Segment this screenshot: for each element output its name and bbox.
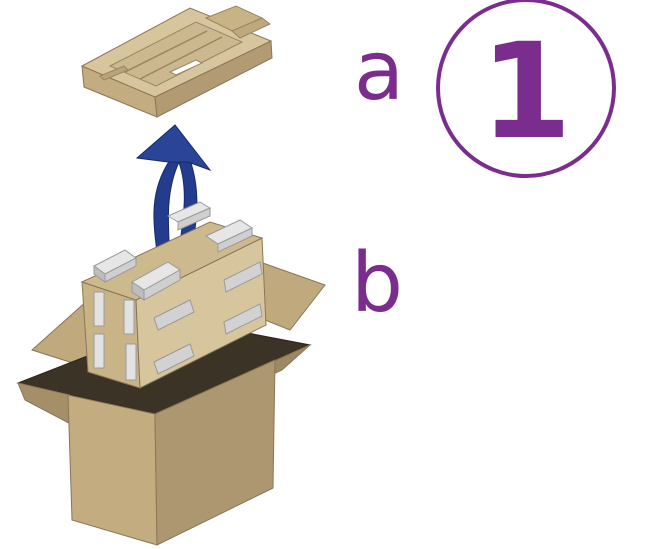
tray-rib — [124, 30, 208, 73]
tray-slot — [168, 59, 204, 76]
foam-block — [125, 343, 137, 381]
foam-block — [223, 261, 263, 293]
step-number: 1 — [480, 15, 572, 169]
foam-block — [153, 343, 195, 375]
foam-blocks-front — [93, 291, 137, 381]
foam-blocks-top — [93, 201, 254, 301]
foam-block — [93, 291, 105, 327]
box-side-face — [154, 359, 276, 546]
label-b: b — [351, 236, 403, 331]
arrow-head — [135, 124, 212, 172]
tray-rib — [139, 36, 223, 80]
top-tray — [80, 5, 273, 118]
tray-tab — [99, 65, 129, 81]
foam-blocks-side — [153, 261, 263, 375]
inner-insert — [80, 201, 267, 389]
foam-block — [104, 257, 137, 283]
step-badge-circle — [436, 0, 616, 178]
foam-block — [123, 299, 135, 335]
foam-block — [153, 299, 195, 331]
box-front-face — [67, 394, 158, 546]
step-badge: 1 — [436, 0, 616, 178]
tray-compartment — [231, 17, 271, 39]
foam-block — [93, 333, 105, 369]
foam-block — [177, 207, 211, 231]
label-a: a — [354, 24, 404, 119]
foam-block — [143, 269, 181, 301]
foam-block — [223, 303, 263, 335]
foam-block — [217, 227, 253, 253]
